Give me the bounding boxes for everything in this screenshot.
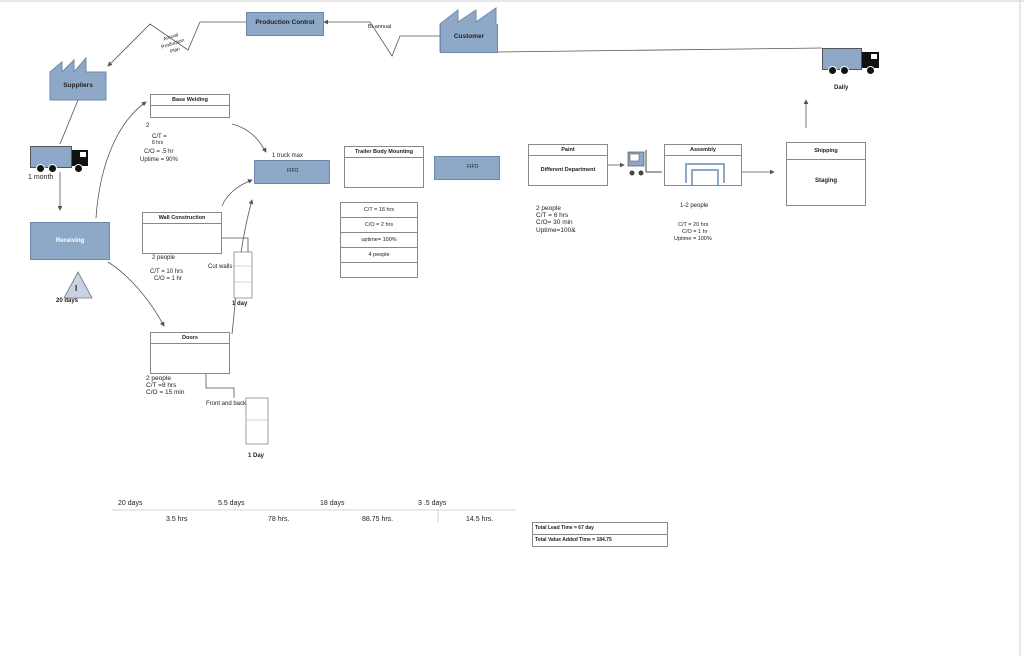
timeline-bottom-2: 88.75 hrs. (362, 516, 394, 523)
paint-uptime: Uptime=100& (536, 227, 576, 234)
assembly-box: Assembly (664, 144, 742, 186)
trailer-body-data-table: C/T = 16 hrs C/O = 2 hrs uptime= 100% 4 … (340, 202, 418, 278)
assembly-uptime: Uptime = 100% (674, 236, 712, 242)
assembly-people: 1-2 people (680, 203, 709, 209)
fifo-2-label: FIFO (467, 164, 479, 170)
base-welding-operators: 2 (146, 123, 150, 129)
assembly-ct: C/T = 20 hrs (678, 222, 709, 228)
customer-box: Customer (440, 24, 498, 53)
biannual-label: Bi-annual (368, 24, 392, 30)
cut-walls-days: 1 day (232, 301, 248, 307)
inventory-symbol: I (75, 284, 78, 293)
front-back-days: 1 Day (248, 453, 265, 459)
wall-construction-box: Wall Construction (142, 212, 222, 254)
wall-construction-co: C/O = 1 hr (154, 276, 182, 282)
paint-co: C/O= 30 min (536, 219, 573, 226)
doors-people: 2 people (146, 375, 171, 382)
base-welding-co: C/O = .5 hr (144, 149, 174, 155)
trailer-body-co: C/O = 2 hrs (341, 218, 417, 233)
fifo-lane-1: FIFO (254, 160, 330, 184)
inventory-triangle-icon (63, 271, 93, 299)
timeline-bottom-3: 14.5 hrs. (466, 516, 494, 523)
paint-subtitle: Different Department (540, 167, 596, 173)
shipping-title: Shipping (787, 143, 865, 160)
cut-walls-label: Cut walls (208, 264, 233, 270)
truck-max-label: 1 truck max (272, 153, 304, 159)
timeline-bottom-1: 78 hrs. (268, 516, 290, 523)
base-welding-box: Base Welding (150, 94, 230, 118)
trailer-body-people: 4 people (341, 248, 417, 263)
shipping-box: Shipping Staging (786, 142, 866, 206)
doors-co: C/O = 15 min (146, 389, 185, 396)
suppliers-label: Suppliers (63, 82, 93, 89)
wall-construction-people: 2 people (152, 255, 176, 261)
inventory-days: 20 days (56, 298, 79, 304)
assembly-workstation-icon (685, 163, 725, 183)
wall-construction-title: Wall Construction (143, 213, 221, 224)
trailer-body-empty (341, 263, 417, 277)
production-control-box: Production Control (246, 12, 324, 36)
assembly-title: Assembly (665, 145, 741, 156)
receiving-box: Receiving (30, 222, 110, 260)
timeline-top-2: 18 days (320, 500, 345, 507)
trailer-body-box: Trailer Body Mounting (344, 146, 424, 188)
front-back-label: Front and back (206, 401, 247, 407)
base-welding-title: Base Welding (151, 95, 229, 106)
forklift-icon (627, 150, 662, 176)
doors-box: Doors (150, 332, 230, 374)
daily-label: Daily (834, 85, 849, 91)
base-welding-ct-label: C/T = (152, 134, 167, 140)
doors-ct: C/T =8 hrs (146, 382, 177, 389)
timeline-top-0: 20 days (118, 500, 143, 507)
total-lead-time: Total Lead Time = 67 day (533, 523, 667, 535)
production-control-label: Production Control (255, 19, 315, 26)
customer-label: Customer (453, 33, 485, 40)
fifo-lane-2: FIFO (434, 156, 500, 180)
one-month-label: 1 month (28, 174, 54, 181)
paint-ct: C/T = 6 hrs (536, 212, 569, 219)
paint-title: Paint (529, 145, 607, 156)
base-welding-ct-value: 8 hrs (152, 140, 164, 146)
suppliers-box: Suppliers (50, 72, 106, 100)
trailer-body-uptime: uptime= 100% (341, 233, 417, 248)
timeline-top-1: 5.5 days (218, 500, 245, 507)
timeline-bottom-0: 3.5 hrs (166, 516, 188, 523)
trailer-body-ct: C/T = 16 hrs (341, 203, 417, 218)
customer-truck-icon (822, 48, 882, 76)
receiving-label: Receiving (55, 238, 85, 244)
shipping-subtitle: Staging (815, 178, 837, 184)
suppliers-factory-icon (49, 56, 107, 101)
total-value-added-time: Total Value Added Time = 184.75 (535, 537, 612, 543)
summary-table: Total Lead Time = 67 day Total Value Add… (532, 522, 668, 547)
doors-title: Doors (151, 333, 229, 344)
wall-construction-ct: C/T = 10 hrs (150, 269, 184, 275)
assembly-co: C/O = 1 hr (682, 229, 708, 235)
fifo-1-label: FIFO (287, 168, 299, 174)
paint-box: Paint Different Department (528, 144, 608, 186)
trailer-body-title: Trailer Body Mounting (345, 147, 423, 158)
supplier-truck-icon (30, 146, 90, 174)
timeline-top-3: 3 .5 days (418, 500, 447, 507)
base-welding-uptime: Uptime = 90% (140, 157, 178, 163)
paint-people: 2 people (536, 205, 561, 212)
